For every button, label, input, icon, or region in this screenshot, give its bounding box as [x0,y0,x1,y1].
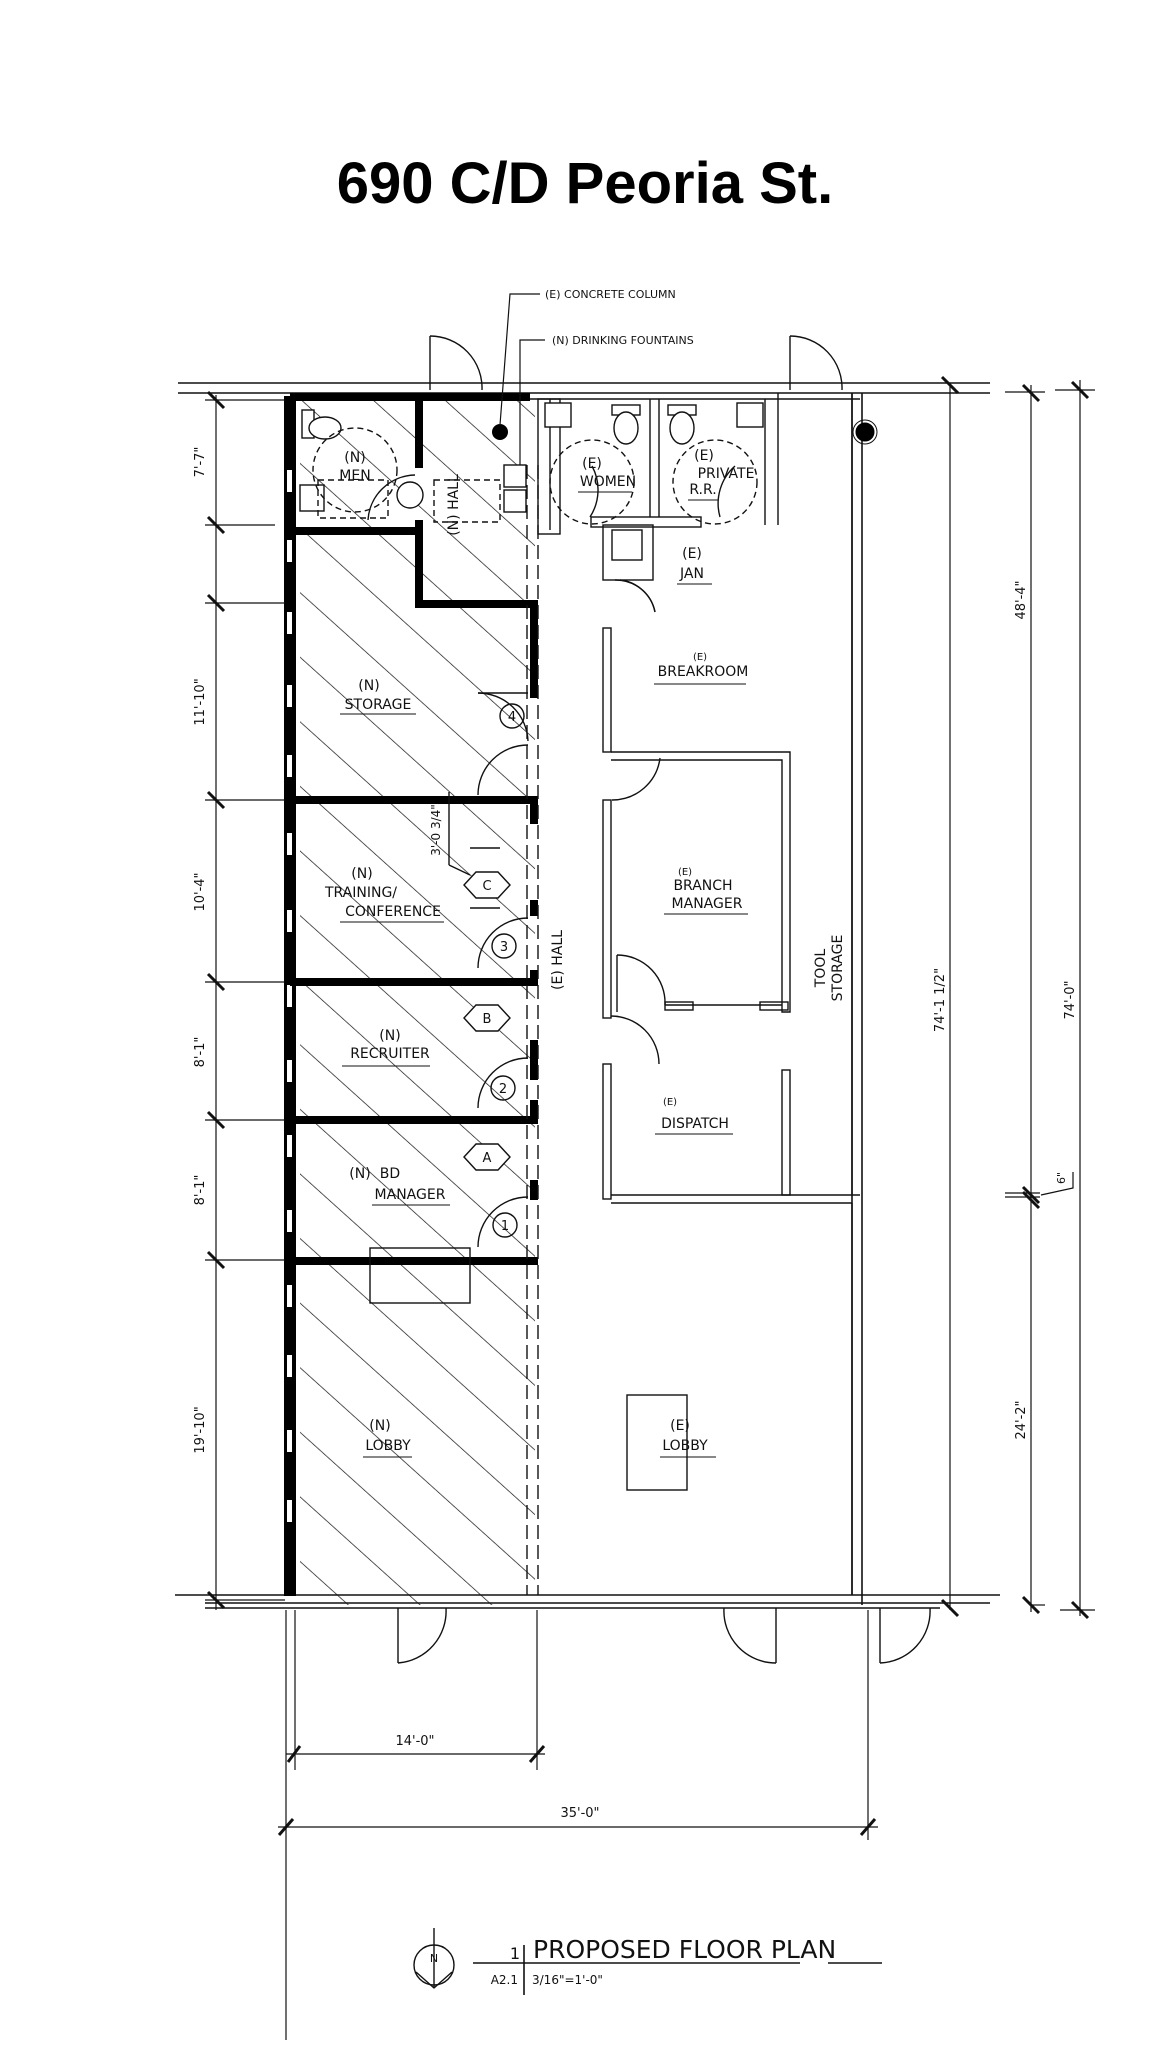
room-women-status: (E) [582,456,602,472]
room-private-status: (E) [694,448,714,464]
door-tag-2-label: 2 [499,1082,507,1097]
room-bd-name2: MANAGER [375,1187,446,1203]
exterior-walls [175,382,1000,1609]
door-tag-4-label: 4 [508,710,516,725]
window-tag-c: C [482,879,491,894]
right-dimension-strings [940,375,1095,1620]
room-storage-name: STORAGE [345,697,412,713]
room-bd-status: (N) [349,1166,370,1182]
dim-left-storage: 11'-10" [193,678,208,725]
room-men-name: MEN [339,468,370,484]
room-n-lobby-status: (N) [369,1418,390,1434]
door-tag-4 [499,703,525,729]
drawing-number: 1 [510,1944,520,1963]
room-training-name2: CONFERENCE [345,904,441,920]
annotation-leaders [499,293,545,465]
n-hall-label: (N) HALL [446,474,462,536]
dim-left-training: 10'-4" [193,872,208,911]
door-tag-1 [492,1212,518,1238]
room-dispatch-name: DISPATCH [661,1116,729,1132]
room-e-lobby-status: (E) [670,1418,690,1434]
drawing-title: PROPOSED FLOOR PLAN [533,1935,836,1964]
existing-rooms [369,393,860,1595]
concrete-column-new-side [492,424,508,440]
room-private-name: PRIVATE [698,466,755,482]
window-tag-b: B [483,1012,492,1027]
door-tag-2 [490,1075,516,1101]
dim-right-24-2: 24'-2" [1014,1400,1029,1439]
room-training-status: (N) [351,866,372,882]
dim-right-74-1-2: 74'-1 1/2" [933,968,948,1032]
new-work-hatch [300,398,535,1605]
dim-right-74-0: 74'-0" [1063,980,1078,1019]
room-women-name: WOMEN [580,474,636,490]
room-recruiter-status: (N) [379,1028,400,1044]
men-restroom-fixtures [299,409,527,523]
new-partitions [290,393,538,1265]
bottom-dimension-strings [277,1610,878,2040]
room-dispatch-status: (E) [663,1097,677,1108]
drinking-fountains-note: (N) DRINKING FOUNTAINS [552,334,694,347]
room-breakroom-status: (E) [693,652,707,663]
title-block-lines [473,1945,882,1995]
room-jan-status: (E) [682,546,702,562]
window-tags [448,792,511,1171]
sheet-number: A2.1 [491,1973,518,1987]
window-offset-dim: 3'-0 3/4" [429,804,443,856]
room-branch-name1: BRANCH [673,878,732,894]
room-branch-name2: MANAGER [672,896,743,912]
dim-left-men: 7'-7" [193,447,208,478]
dim-bottom-35-0: 35'-0" [560,1806,599,1821]
room-storage-status: (N) [358,678,379,694]
north-arrow-icon [413,1928,455,1989]
drawing-scale: 3/16"=1'-0" [532,1973,603,1987]
room-training-name1: TRAINING/ [324,885,397,901]
dim-right-6in: 6" [1055,1172,1068,1184]
tool-storage-label-1: TOOL [813,949,829,989]
door-tag-3-label: 3 [500,940,508,955]
left-dimension-string [205,390,285,1610]
door-tags [477,692,529,1248]
north-label: N [430,1952,438,1965]
exterior-doors [397,335,931,1664]
dim-bottom-14-0: 14'-0" [395,1734,434,1749]
dim-left-bd: 8'-1" [193,1175,208,1206]
hall-dashed-line [526,465,539,1595]
concrete-column-note: (E) CONCRETE COLUMN [545,288,676,301]
room-e-lobby-name: LOBBY [662,1438,708,1454]
room-men-status: (N) [344,450,365,466]
room-recruiter-name: RECRUITER [350,1046,430,1062]
sheet-title: 690 C/D Peoria St. [336,151,834,216]
dim-left-lobby: 19'-10" [193,1406,208,1453]
left-wall [284,396,296,1596]
existing-restrooms [537,393,779,613]
door-tag-1-label: 1 [501,1219,509,1234]
room-breakroom-name: BREAKROOM [658,664,749,680]
room-jan-name: JAN [679,566,704,582]
room-n-lobby-name: LOBBY [365,1438,411,1454]
window-tag-a: A [483,1151,492,1166]
room-branch-status: (E) [678,867,692,878]
door-tag-3 [491,933,517,959]
tool-storage-label-2: STORAGE [830,935,846,1002]
room-private-name2: R.R. [689,482,716,498]
dim-right-48-4: 48'-4" [1014,580,1029,619]
dim-left-recruiter: 8'-1" [193,1037,208,1068]
e-hall-label: (E) HALL [550,930,566,990]
room-bd-name1: BD [380,1166,400,1182]
concrete-column-icon [855,422,875,442]
